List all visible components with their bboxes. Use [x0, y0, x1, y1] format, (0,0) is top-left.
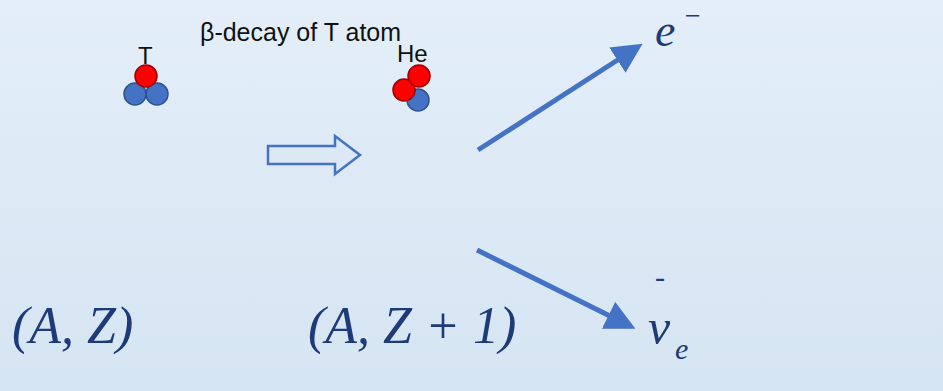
particle-symbol: ν	[648, 302, 670, 352]
nucleus-notation: (A, Z)	[12, 300, 133, 352]
particle-symbol: e	[655, 8, 675, 54]
nucleus-notation: (A, Z + 1)	[308, 300, 516, 352]
antiparticle-bar: -	[655, 262, 665, 292]
diagram-title: β-decay of T atom	[200, 20, 401, 45]
nucleus-label: He	[397, 42, 428, 66]
flavour-subscript: e	[675, 334, 688, 364]
charge-sign: −	[683, 2, 702, 30]
helium-nucleus	[393, 65, 430, 111]
transition-arrow	[268, 136, 360, 174]
electron-arrow	[478, 52, 630, 150]
nucleus-label: T	[138, 44, 153, 68]
tritium-nucleus	[124, 65, 168, 105]
